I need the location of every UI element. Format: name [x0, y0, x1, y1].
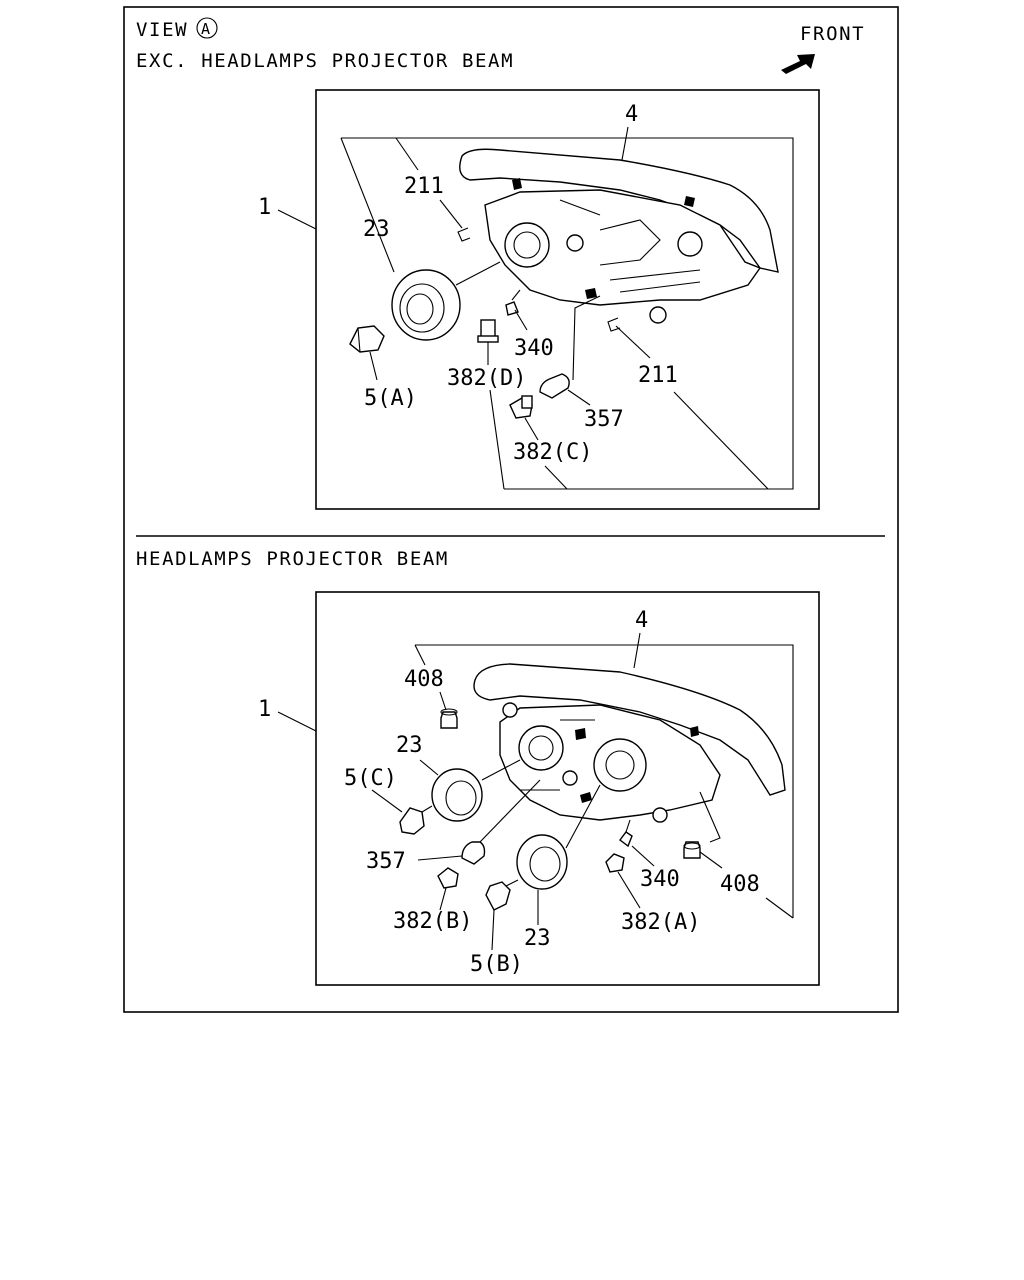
callout-housing-4: 4	[625, 102, 638, 127]
callout-seal-23-lower: 23	[524, 926, 551, 951]
callout-seal-23: 23	[363, 217, 390, 242]
seal-23-lower-part	[516, 834, 568, 890]
bulb-5b-part	[485, 879, 519, 911]
section-title-exc-projector: EXC. HEADLAMPS PROJECTOR BEAM	[136, 50, 514, 72]
callout-socket-382b: 382(B)	[393, 909, 472, 934]
section-title-projector: HEADLAMPS PROJECTOR BEAM	[136, 548, 449, 570]
callout-assembly-1: 1	[258, 195, 271, 220]
diagram-box-2	[315, 591, 820, 986]
callout-assembly-1-2: 1	[258, 697, 271, 722]
bulb-357-part	[539, 373, 570, 399]
headlamp-housing-2	[473, 663, 786, 823]
callout-seal-23-upper: 23	[396, 733, 423, 758]
callout-clip-211-lower: 211	[638, 363, 678, 388]
socket-382b-part	[437, 867, 459, 889]
bulb-5a-part	[349, 325, 385, 353]
view-marker-letter: A	[201, 20, 210, 38]
socket-382c-part	[509, 395, 533, 419]
callout-socket-382a: 382(A)	[621, 910, 700, 935]
outer-frame	[123, 6, 899, 1013]
bulb-5c-part	[399, 805, 433, 835]
callout-bulb-5a: 5(A)	[364, 386, 417, 411]
callout-housing-4-2: 4	[635, 608, 648, 633]
section-projector: HEADLAMPS PROJECTOR BEAM	[136, 548, 820, 986]
callout-bulb-5c: 5(C)	[344, 766, 397, 791]
clip-211-upper-part	[457, 227, 471, 242]
assembly-bracket-1	[341, 137, 794, 490]
callout-cap-408-left: 408	[404, 667, 444, 692]
seal-23-upper-part	[431, 768, 483, 822]
callout-bulb-5b: 5(B)	[470, 952, 523, 977]
socket-382d-part	[477, 319, 499, 343]
section-exc-projector: EXC. HEADLAMPS PROJECTOR BEAM	[136, 50, 820, 510]
cap-408-left-part	[440, 708, 458, 729]
callout-bulb-340-2: 340	[640, 867, 680, 892]
diagram-box-1	[315, 89, 820, 510]
callout-socket-382d: 382(D)	[447, 366, 526, 391]
bulb-340-2-part	[619, 819, 633, 848]
front-arrow-icon	[781, 54, 815, 74]
assembly-bracket-2	[415, 644, 794, 918]
view-label: VIEW	[136, 19, 188, 41]
clip-211-lower-part	[607, 317, 621, 332]
callout-cap-408-right: 408	[720, 872, 760, 897]
callout-clip-211-upper: 211	[404, 174, 444, 199]
callout-bulb-357: 357	[584, 407, 624, 432]
seal-23-part	[391, 269, 461, 341]
bulb-357-2-part	[461, 841, 486, 865]
callout-bulb-340: 340	[514, 336, 554, 361]
callout-socket-382c: 382(C)	[513, 440, 592, 465]
callout-bulb-357-2: 357	[366, 849, 406, 874]
headlamp-housing-1	[459, 148, 779, 324]
view-marker-circle: A	[196, 17, 218, 39]
socket-382a-part	[605, 853, 625, 873]
front-label: FRONT	[800, 23, 865, 45]
bulb-340-part	[505, 301, 519, 316]
cap-408-right-part	[683, 841, 701, 859]
